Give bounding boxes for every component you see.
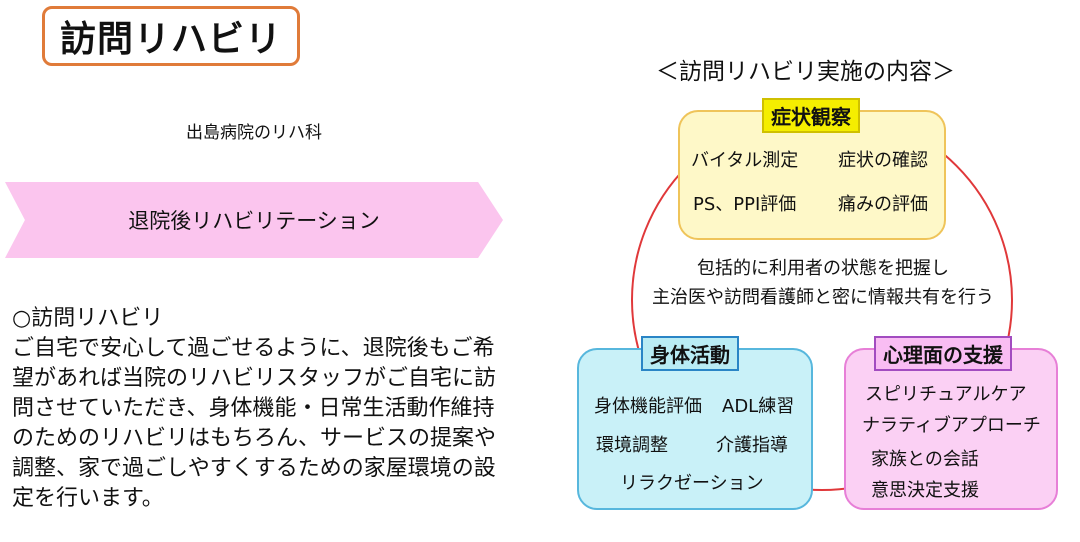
psychological-item: スピリチュアルケア	[865, 384, 1027, 405]
psychological-label: 心理面の支援	[874, 336, 1012, 371]
physical-label: 身体活動	[641, 336, 739, 371]
description-line: 定を行います。	[12, 486, 164, 511]
observation-label: 症状観察	[762, 98, 860, 133]
page-title-box: 訪問リハビリ	[42, 6, 300, 66]
page-title: 訪問リハビリ	[59, 19, 282, 60]
observation-item: バイタル測定	[691, 150, 799, 171]
description: ○訪問リハビリ ご自宅で安心して過ごせるように、退院後もご希 望があれば当院のリ…	[12, 304, 540, 514]
service-banner: 退院後リハビリテーション	[5, 182, 503, 258]
physical-item: リラクゼーション	[620, 473, 764, 494]
description-line: ご自宅で安心して過ごせるように、退院後もご希	[12, 336, 495, 361]
banner-text: 退院後リハビリテーション	[128, 209, 380, 233]
observation-item: 症状の確認	[838, 150, 928, 171]
psychological-item: 家族との会話	[871, 449, 979, 470]
physical-item: ADL練習	[722, 396, 795, 417]
physical-item: 環境調整	[596, 435, 668, 456]
psychological-item: 意思決定支援	[871, 480, 979, 501]
diagram-heading: ＜訪問リハビリ実施の内容＞	[656, 59, 955, 85]
observation-item: 痛みの評価	[838, 194, 928, 215]
physical-item: 介護指導	[716, 435, 788, 456]
physical-card	[577, 348, 813, 510]
hospital-department: 出島病院のリハ科	[186, 123, 322, 143]
description-heading: ○訪問リハビリ	[12, 306, 164, 331]
physical-item: 身体機能評価	[594, 396, 702, 417]
center-text-line: 包括的に利用者の状態を把握し	[697, 258, 949, 279]
description-line: のためのリハビリはもちろん、サービスの提案や	[12, 426, 497, 451]
description-line: 望があれば当院のリハビリスタッフがご自宅に訪	[12, 366, 497, 391]
psychological-item: ナラティブアプローチ	[862, 415, 1041, 436]
observation-item: PS、PPI評価	[693, 194, 797, 215]
center-text-line: 主治医や訪問看護師と密に情報共有を行う	[652, 287, 994, 308]
description-line: 調整、家で過ごしやすくするための家屋環境の設	[12, 456, 496, 481]
description-line: 問させていただき、身体機能・日常生活動作維持	[12, 396, 495, 421]
